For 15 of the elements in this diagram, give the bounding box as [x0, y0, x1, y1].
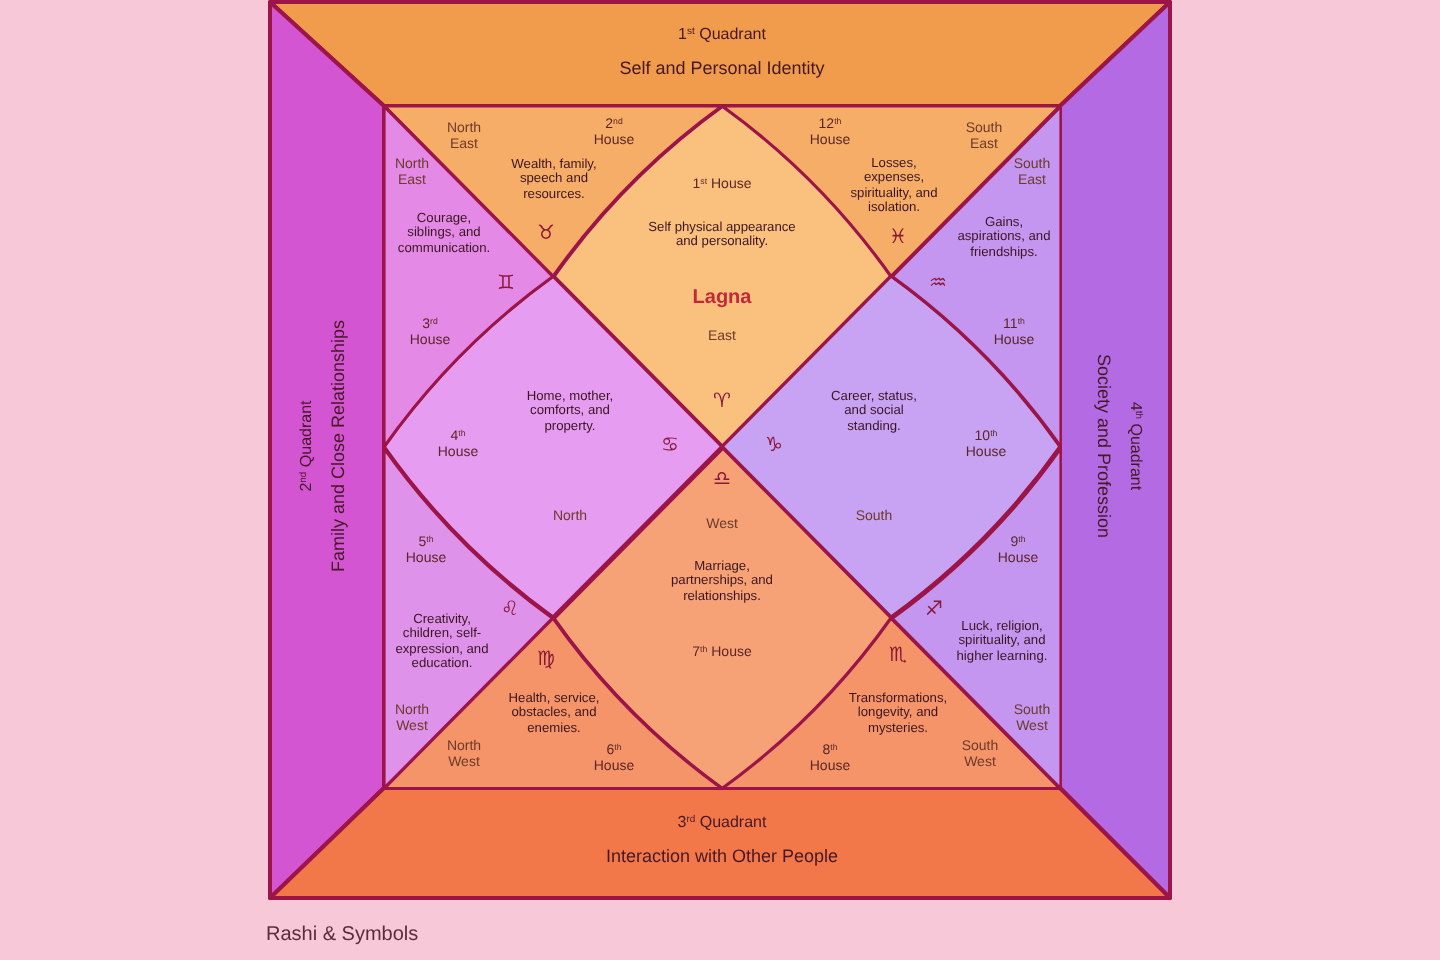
- zodiac-symbol: ♑: [765, 434, 783, 458]
- zodiac-symbol: ♓: [889, 226, 907, 250]
- quadrant-subtitle: Interaction with Other People: [605, 845, 839, 867]
- zodiac-symbol: ♈: [713, 390, 731, 414]
- zodiac-symbol: ♏: [889, 644, 907, 668]
- zodiac-symbol: ♌: [501, 598, 519, 622]
- zodiac-symbol: ♋: [661, 434, 679, 458]
- zodiac-symbol: ♎: [713, 468, 731, 492]
- zodiac-symbol: ♊: [497, 272, 515, 296]
- zodiac-symbol: ♐: [925, 598, 943, 622]
- section-heading: Rashi & Symbols: [266, 924, 419, 946]
- zodiac-symbol: ♒: [929, 272, 947, 296]
- zodiac-symbol: ♍: [537, 648, 555, 672]
- zodiac-symbol: ♉: [537, 222, 555, 246]
- ascendant-label: Lagna: [692, 286, 752, 310]
